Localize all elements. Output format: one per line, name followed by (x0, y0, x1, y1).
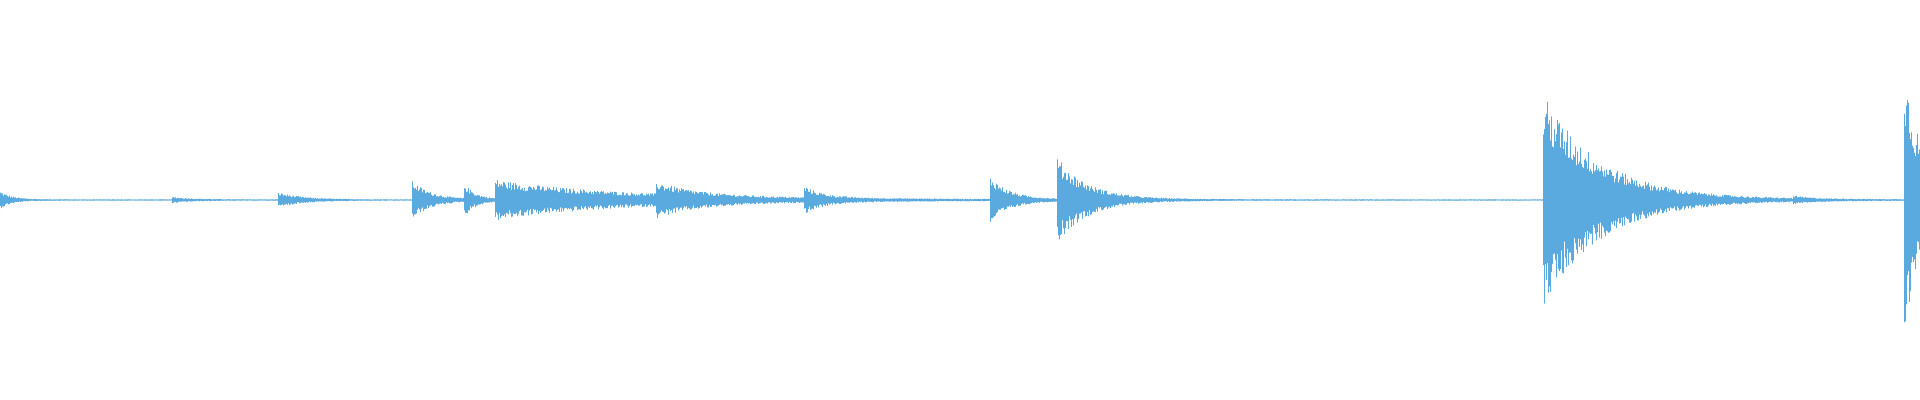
waveform-trace (0, 100, 1920, 323)
